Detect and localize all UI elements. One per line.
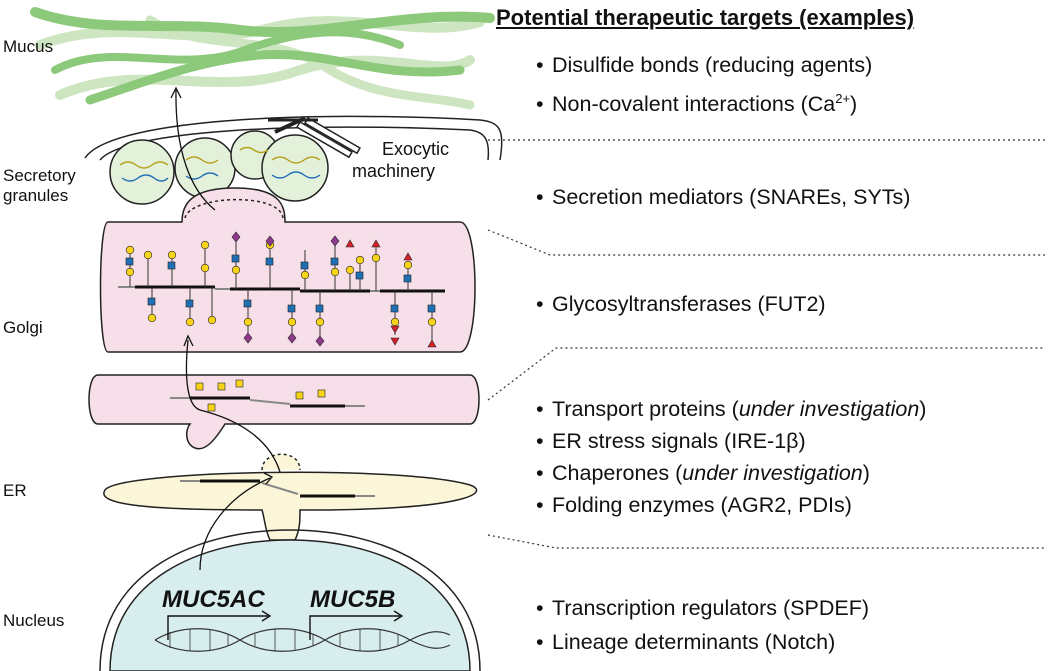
target-er-stress: • ER stress signals (IRE-1β): [536, 428, 806, 454]
bullet: •: [536, 185, 544, 209]
granule-contents: [119, 146, 321, 182]
bullet: •: [536, 397, 544, 421]
label-mucus: Mucus: [3, 37, 54, 56]
nucleus-envelope: [99, 529, 481, 671]
target-transcription-regulators: • Transcription regulators (SPDEF): [536, 595, 869, 621]
target-text: Secretion mediators (SNAREs, SYTs): [552, 185, 911, 209]
target-text: Transport proteins (: [552, 397, 739, 421]
target-superscript: 2+: [835, 91, 851, 106]
target-text: ER stress signals (IRE-1β): [552, 429, 806, 453]
label-exocytic-line1: Exocytic: [382, 139, 450, 159]
target-text: Chaperones (: [552, 461, 683, 485]
mucus-strands: [30, 7, 495, 110]
gene-muc5b: MUC5B: [310, 586, 396, 613]
dna-helix: [154, 628, 451, 652]
target-noncovalent: • Non-covalent interactions (Ca2+): [536, 86, 857, 117]
secretory-granules: [109, 130, 329, 205]
target-secretion-mediators: • Secretion mediators (SNAREs, SYTs): [536, 184, 910, 210]
target-text: Transcription regulators (SPDEF): [552, 596, 870, 620]
bullet: •: [536, 92, 544, 117]
target-text: Disulfide bonds (reducing agents): [552, 53, 873, 77]
bullet: •: [536, 292, 544, 316]
golgi-upper-cisterna: [99, 187, 476, 353]
transcription-arrows: [167, 610, 404, 640]
exocytic-machinery-icon: [268, 116, 361, 159]
target-disulfide: • Disulfide bonds (reducing agents): [536, 52, 872, 78]
bullet: •: [536, 596, 544, 620]
label-secretory-line1: Secretory: [3, 166, 76, 185]
label-golgi: Golgi: [3, 318, 43, 337]
label-secretory-granules: Secretory granules: [3, 166, 76, 206]
target-text: Glycosyltransferases (FUT2): [552, 292, 826, 316]
bullet: •: [536, 493, 544, 517]
bullet: •: [536, 630, 544, 654]
target-text: Folding enzymes (AGR2, PDIs): [552, 493, 852, 517]
target-glycosyltransferases: • Glycosyltransferases (FUT2): [536, 291, 826, 317]
bullet: •: [536, 461, 544, 485]
label-secretory-line2: granules: [3, 186, 69, 205]
bullet: •: [536, 429, 544, 453]
target-text-end: ): [862, 461, 870, 485]
label-nucleus: Nucleus: [3, 611, 65, 630]
target-lineage-determinants: • Lineage determinants (Notch): [536, 629, 835, 655]
label-exocytic-machinery: Exocytic machinery: [352, 138, 449, 182]
trafficking-arrows: [170, 86, 281, 571]
label-exocytic-line2: machinery: [352, 161, 436, 181]
target-italic: under investigation: [682, 461, 863, 485]
target-text: Non-covalent interactions (Ca: [552, 92, 836, 117]
targets-heading: Potential therapeutic targets (examples): [496, 5, 915, 30]
target-italic: under investigation: [738, 397, 920, 421]
dotted-separators: [487, 139, 1045, 549]
target-text-end: ): [850, 92, 858, 117]
target-text-end: ): [919, 397, 927, 421]
target-text: Lineage determinants (Notch): [552, 630, 836, 654]
target-transport-proteins: • Transport proteins (under investigation…: [536, 396, 926, 422]
golgi-lower-cisterna: [88, 374, 480, 450]
target-chaperones: • Chaperones (under investigation): [536, 460, 870, 486]
gene-muc5ac: MUC5AC: [162, 586, 265, 613]
label-er: ER: [3, 481, 27, 500]
bullet: •: [536, 53, 544, 77]
er-membrane: [103, 453, 478, 541]
target-folding-enzymes: • Folding enzymes (AGR2, PDIs): [536, 492, 852, 518]
golgi-glycans: [118, 231, 445, 348]
